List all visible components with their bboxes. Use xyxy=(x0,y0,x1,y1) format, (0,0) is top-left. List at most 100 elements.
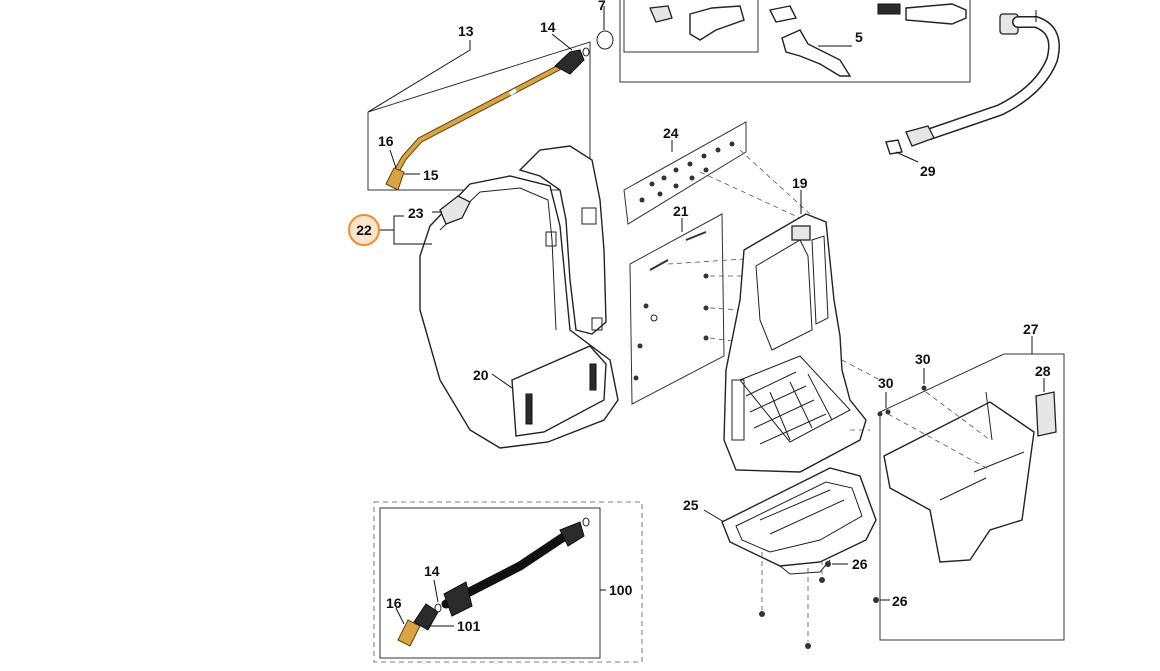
frame-base-deck xyxy=(739,355,851,443)
guides-26 xyxy=(761,552,823,642)
tray-foot xyxy=(779,559,831,575)
callout-30-b: 30 xyxy=(878,375,894,391)
callout-20: 20 xyxy=(473,367,489,383)
label-28 xyxy=(1035,391,1057,437)
frame-outline xyxy=(723,213,867,473)
group-box-valve xyxy=(619,0,971,83)
inner-box-valve xyxy=(623,0,759,53)
leader-25 xyxy=(703,509,725,523)
tray-ribs xyxy=(759,489,845,535)
clamp-29 xyxy=(885,139,903,155)
screw-26a xyxy=(825,561,831,567)
leader-14a xyxy=(551,33,573,51)
screw-26c xyxy=(873,597,879,603)
o-ring-14 xyxy=(582,47,590,57)
cover-edges xyxy=(939,391,1025,501)
callout-13: 13 xyxy=(458,23,474,39)
callout-25: 25 xyxy=(683,497,699,513)
leader-20 xyxy=(491,373,513,389)
fitting-dark xyxy=(877,3,901,15)
callout-21: 21 xyxy=(673,203,689,219)
frame-handle-slot xyxy=(791,225,811,241)
leader-16b xyxy=(395,607,405,625)
callout-14-bottom: 14 xyxy=(424,563,440,579)
screw-kit-box xyxy=(623,121,747,225)
callout-27: 27 xyxy=(1023,321,1039,337)
hose-fill xyxy=(925,17,1059,139)
leader-29 xyxy=(895,151,919,163)
callout-24: 24 xyxy=(663,125,679,141)
callout-28: 28 xyxy=(1035,363,1051,379)
callout-100: 100 xyxy=(609,582,633,598)
hose-end xyxy=(905,125,935,147)
screws-24 xyxy=(639,141,735,203)
o-ring-7 xyxy=(596,30,614,50)
lance-tube-fill xyxy=(394,66,560,174)
dashed-box-100 xyxy=(373,501,643,663)
screw-30c xyxy=(885,409,891,415)
base-tray-25: 25 26 26 xyxy=(683,467,908,649)
callout-26-b: 26 xyxy=(892,593,908,609)
guides-19 xyxy=(841,359,881,431)
pins-21 xyxy=(649,231,707,271)
screw-kit-21: 21 xyxy=(629,203,761,405)
screw-kit-box-21 xyxy=(629,213,725,405)
callout-22-highlight xyxy=(348,214,380,246)
backpack-tank-20: 20 23 22 xyxy=(348,145,619,449)
tank-base-plate xyxy=(511,345,607,437)
frame-19: 19 xyxy=(723,175,881,473)
callout-23: 23 xyxy=(408,205,424,221)
cover-group-27: 27 28 30 30 xyxy=(877,321,1065,641)
tank-inner-line xyxy=(439,187,557,331)
leader-22 xyxy=(376,215,432,245)
trigger-lever-5 xyxy=(781,29,852,77)
callout-22: 22 xyxy=(356,222,372,238)
tray-inner xyxy=(735,481,863,553)
callout-26-a: 26 xyxy=(852,556,868,572)
screw-kit-24: 24 xyxy=(623,121,811,225)
shoulder-strap xyxy=(518,145,607,335)
valve-part-c xyxy=(768,5,798,23)
frame-vent xyxy=(731,379,745,441)
handle-cylinder xyxy=(905,3,967,25)
group-box-27 xyxy=(879,353,1065,641)
lower-grip xyxy=(443,581,473,617)
leader-16a xyxy=(389,149,397,169)
screw-30b xyxy=(877,411,883,417)
frame-window-right xyxy=(811,235,829,325)
lance-assembly-100: 100 14 16 101 xyxy=(373,501,643,663)
screw-26b xyxy=(819,577,825,583)
screw-30a xyxy=(921,385,927,391)
callout-30-a: 30 xyxy=(915,351,931,367)
callout-16-bottom: 16 xyxy=(386,595,402,611)
guide-24b xyxy=(739,149,811,215)
callout-14-top: 14 xyxy=(540,19,556,35)
frame-grid xyxy=(745,371,833,445)
group-box-100 xyxy=(379,507,601,659)
valve-part-a xyxy=(649,5,673,23)
plate-slot-right xyxy=(589,363,597,391)
callout-15: 15 xyxy=(423,167,439,183)
lance-grip xyxy=(554,49,585,75)
screws-21 xyxy=(633,273,709,381)
extension-tube xyxy=(441,529,573,609)
valve-part-b xyxy=(689,5,745,41)
guides-30 xyxy=(887,391,991,471)
strap-buckle-bottom xyxy=(591,317,603,331)
callout-19: 19 xyxy=(792,175,808,191)
leader-14b xyxy=(433,579,439,603)
plate-slot-left xyxy=(525,393,533,425)
callout-16-top: 16 xyxy=(378,133,394,149)
callout-5: 5 xyxy=(855,29,863,45)
tray-outline xyxy=(721,467,877,567)
callout-29: 29 xyxy=(920,163,936,179)
strap-buckle-side xyxy=(545,231,557,247)
valve-group: 7 5 xyxy=(596,0,971,83)
lance-gap xyxy=(508,88,518,96)
screw-26d xyxy=(759,611,765,617)
leader-13 xyxy=(367,40,471,113)
upper-grip xyxy=(559,521,585,547)
guide-24a xyxy=(699,171,801,219)
callout-7: 7 xyxy=(598,0,606,13)
